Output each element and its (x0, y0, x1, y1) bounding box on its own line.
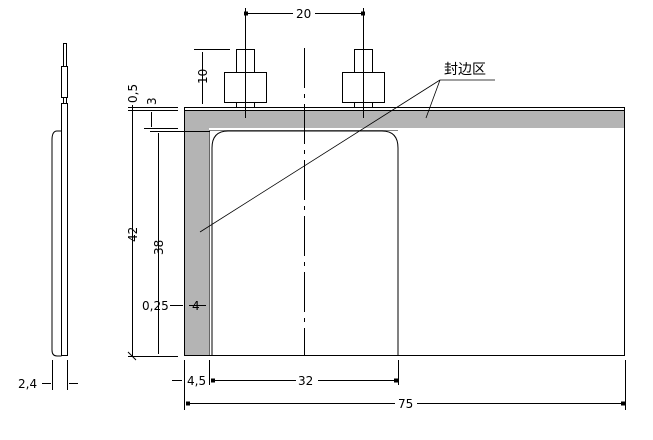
label-side-seal: 4 (192, 299, 200, 313)
label-cell-width: 32 (298, 374, 313, 388)
label-cell-height: 38 (152, 240, 166, 255)
label-total-height: 42 (126, 227, 140, 242)
main-view (184, 8, 625, 356)
label-side-gap: 0,25 (142, 299, 169, 313)
label-tab-pitch: 20 (296, 7, 311, 21)
label-tab-height: 10 (196, 69, 210, 84)
side-view (51, 43, 68, 357)
dimension-labels: 20 10 0,5 3 42 38 0,25 4 4,5 32 75 2,4 封… (18, 5, 486, 411)
seal-band-top (184, 110, 625, 128)
label-seal-width: 3 (145, 97, 159, 105)
label-total-width: 75 (398, 397, 413, 411)
dimensions (42, 11, 626, 410)
label-seal-offset: 0,5 (126, 84, 140, 103)
label-left-margin: 4,5 (187, 374, 206, 388)
seal-band-left (184, 110, 209, 356)
label-thickness: 2,4 (18, 377, 37, 391)
label-seal-zone: 封边区 (444, 62, 486, 78)
